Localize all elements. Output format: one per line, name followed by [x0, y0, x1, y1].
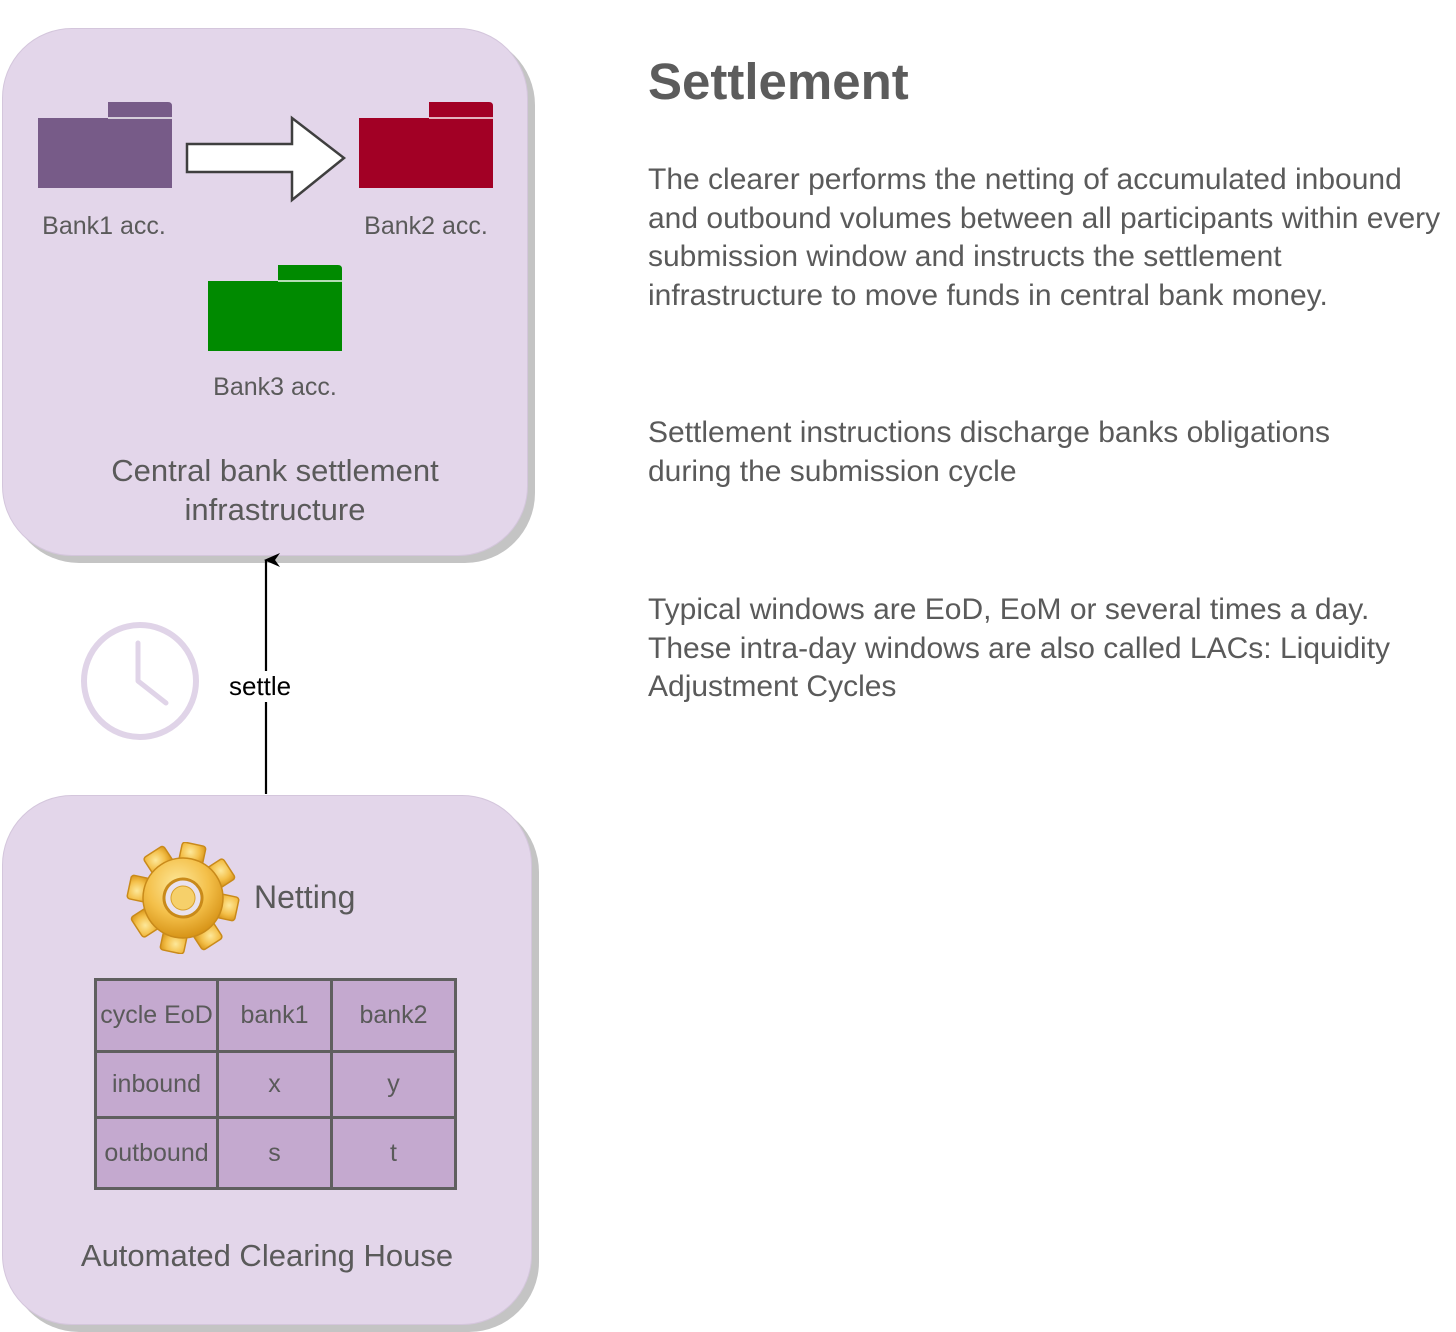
paragraph-obligations: Settlement instructions discharge banks … — [648, 416, 1331, 488]
central-bank-panel-title: Central bank settlement infrastructure — [40, 451, 510, 529]
table-cell-outbound: outbound — [94, 1116, 219, 1190]
bank1-folder-icon — [38, 102, 172, 188]
table-header-cycle: cycle EoD — [94, 978, 219, 1053]
table-cell-outbound-bank1: s — [216, 1116, 333, 1190]
bank2-folder-shape — [359, 102, 493, 188]
page-title: Settlement — [648, 53, 909, 110]
table-row: outbound s t — [94, 1116, 457, 1190]
paragraph-windows: Typical windows are EoD, EoM or several … — [648, 593, 1391, 703]
clock-icon — [81, 622, 199, 740]
table-cell-inbound-bank1: x — [216, 1050, 333, 1119]
table-header-bank1: bank1 — [216, 978, 333, 1053]
table-cell-outbound-bank2: t — [330, 1116, 457, 1190]
table-header-bank2: bank2 — [330, 978, 457, 1053]
bank2-account-label: Bank2 acc. — [364, 212, 488, 240]
central-bank-title-line1: Central bank settlement — [111, 453, 439, 488]
bank2-folder-icon — [359, 102, 493, 188]
transfer-arrow-icon — [185, 115, 347, 203]
netting-table: cycle EoD bank1 bank2 inbound x y outbou… — [94, 978, 457, 1190]
bank3-folder-shape — [208, 265, 342, 351]
netting-label: Netting — [254, 879, 356, 915]
settle-label: settle — [227, 671, 294, 702]
table-row: cycle EoD bank1 bank2 — [94, 978, 457, 1053]
central-bank-title-line2: infrastructure — [184, 492, 366, 527]
table-cell-inbound-bank2: y — [330, 1050, 457, 1119]
bank3-account-label: Bank3 acc. — [213, 373, 337, 401]
bank1-folder-shape — [38, 102, 172, 188]
gear-icon — [126, 842, 240, 954]
clearing-house-title: Automated Clearing House — [80, 1238, 454, 1273]
bank3-folder-icon — [208, 265, 342, 351]
table-cell-inbound: inbound — [94, 1050, 219, 1119]
paragraph-netting: The clearer performs the netting of accu… — [648, 163, 1441, 312]
table-row: inbound x y — [94, 1050, 457, 1119]
bank1-account-label: Bank1 acc. — [42, 212, 166, 240]
